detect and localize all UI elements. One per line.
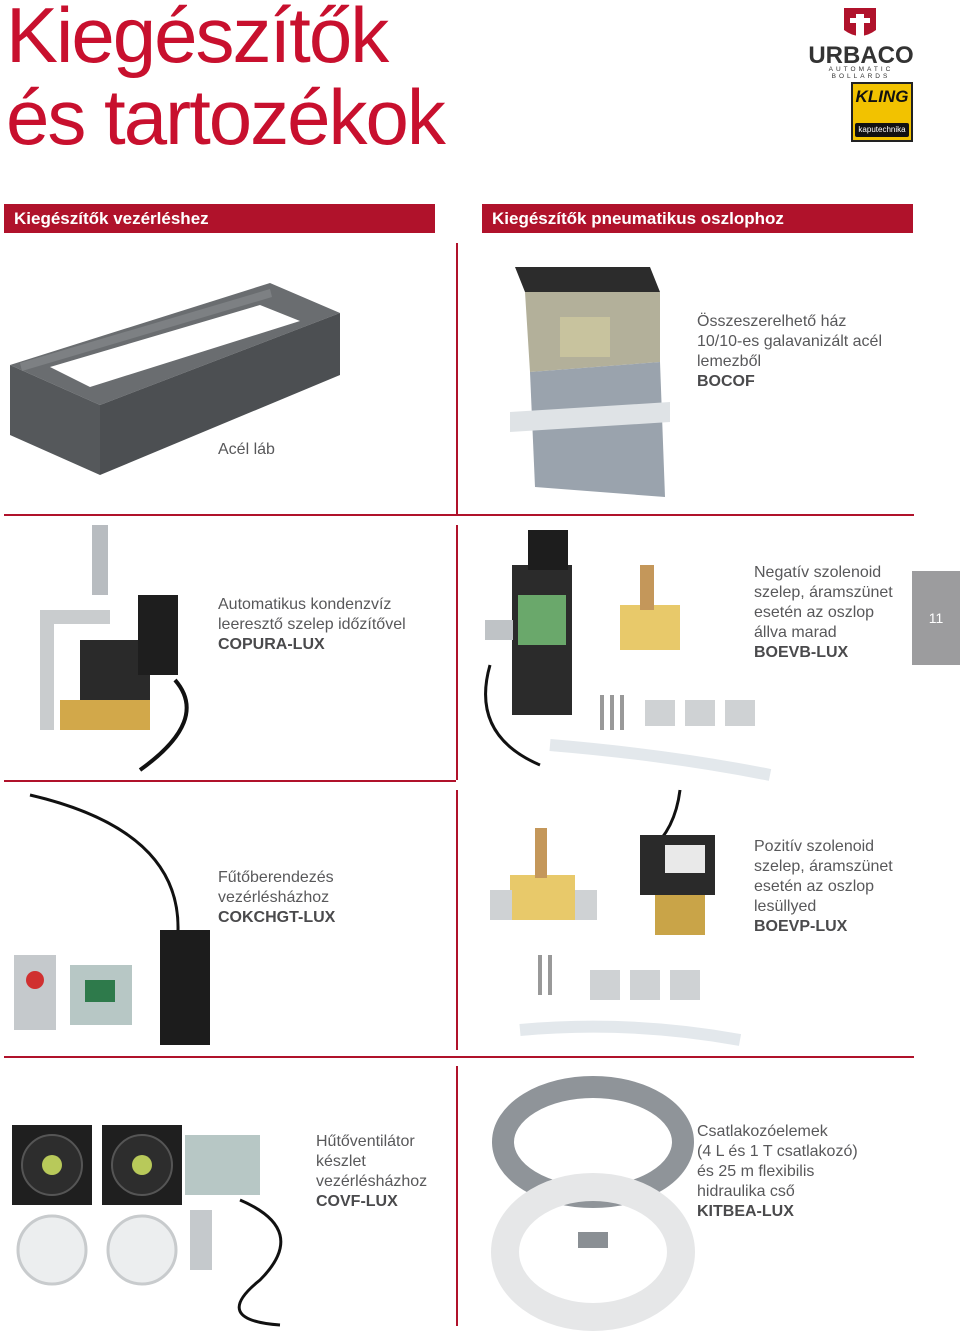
page-title: Kiegészítők és tartozékok [6,0,446,161]
title-line-2: és tartozékok [6,73,446,161]
divider-horizontal-2 [4,780,456,782]
page-number-tab: 11 [912,571,960,665]
condensate-drain-valve-image [40,525,189,772]
caption-boevp: Pozitív szolenoid szelep, áramszünet ese… [754,838,893,935]
product-code-covf: COVF-LUX [316,1193,398,1210]
caption-covf: Hűtőventilátor készlet vezérlésházhoz CO… [316,1133,428,1210]
product-code-cokchgt: COKCHGT-LUX [218,909,336,926]
galvanized-housing-image [510,267,670,497]
urbaco-name: URBACO [808,42,914,69]
caption-cokchgt: Fűtőberendezés vezérlésházhoz COKCHGT-LU… [218,869,336,926]
caption-copura: Automatikus kondenzvíz leeresztő szelep … [218,596,406,653]
kling-tagline: kaputechnika [855,123,909,137]
negative-solenoid-valve-kit-image [484,530,772,781]
urbaco-tagline: AUTOMATIC BOLLARDS [828,66,894,80]
title-line-1: Kiegészítők [6,0,389,79]
caption-kitbea: Csatlakozóelemek (4 L és 1 T csatlakozó)… [697,1123,858,1220]
urbaco-logo: URBACO AUTOMATIC BOLLARDS [806,4,916,80]
kling-logo: KLING kaputechnika [851,82,913,142]
heater-kit-image [14,793,210,1045]
caption-acel-lab: Acél láb [218,441,275,458]
caption-bocof: Összeszerelhető ház 10/10-es galavanizál… [697,313,883,390]
section-band-right: Kiegészítők pneumatikus oszlophoz [482,204,913,233]
divider-vertical-4 [456,1066,458,1326]
product-code-boevp: BOEVP-LUX [754,918,848,935]
positive-solenoid-valve-kit-image [490,789,742,1046]
product-code-copura: COPURA-LUX [218,636,325,653]
product-code-boevb: BOEVB-LUX [754,644,849,661]
divider-vertical-3 [456,790,458,1050]
section-band-left: Kiegészítők vezérléshez [4,204,435,233]
cooling-fan-kit-image [12,1125,283,1327]
hose-and-connectors-image [491,1076,695,1331]
product-code-kitbea: KITBEA-LUX [697,1203,794,1220]
product-code-bocof: BOCOF [697,373,755,390]
divider-horizontal-1 [4,514,914,516]
divider-horizontal-3 [4,1056,914,1058]
kling-name: KLING [855,87,909,106]
divider-vertical-2 [456,525,458,780]
urbaco-crest-icon [844,8,876,36]
steel-base-frame-image [10,283,340,475]
divider-vertical-1 [456,243,458,515]
caption-boevb: Negatív szolenoid szelep, áramszünet ese… [754,564,893,661]
